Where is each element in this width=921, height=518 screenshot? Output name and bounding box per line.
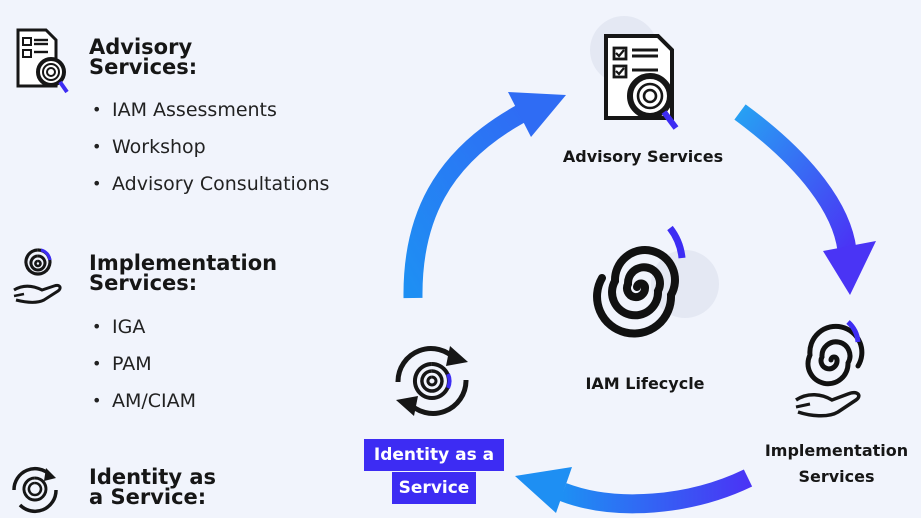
identity-title: Identity as a Service: (89, 465, 216, 509)
list-item: PAM (88, 352, 196, 389)
list-item: Workshop (88, 135, 329, 172)
fingerprint-icon (590, 214, 730, 364)
fingerprint-refresh-icon (386, 336, 478, 426)
implementation-services-label: Implementation Services (764, 441, 909, 486)
list-item: AM/CIAM (88, 389, 196, 426)
implementation-list: IGA PAM AM/CIAM (88, 315, 196, 426)
identity-as-a-service-highlight-line2: Service (392, 472, 476, 504)
arrow-identity-to-advisory (403, 104, 527, 299)
advisory-services-label: Advisory Services (562, 147, 724, 166)
identity-as-a-service-highlight-line1: Identity as a (364, 439, 504, 471)
arrow-advisory-to-implementation (734, 104, 857, 252)
fingerprint-refresh-icon (6, 462, 64, 518)
arrowhead-identity (515, 467, 572, 513)
arrowhead-implementation (823, 241, 876, 295)
list-item: Advisory Consultations (88, 172, 329, 209)
advisory-title: Advisory Services: (89, 35, 198, 79)
implementation-title: Implementation Services: (89, 251, 278, 295)
fingerprint-hand-icon (10, 246, 66, 308)
list-item: IAM Assessments (88, 98, 329, 135)
arrow-implementation-to-identity (559, 469, 753, 514)
arrowhead-advisory (508, 92, 566, 137)
advisory-list: IAM Assessments Workshop Advisory Consul… (88, 98, 329, 209)
checklist-magnifier-icon (14, 26, 70, 96)
checklist-magnifier-icon (588, 10, 694, 132)
fingerprint-hand-icon (790, 314, 870, 418)
iam-lifecycle-label: IAM Lifecycle (585, 374, 705, 393)
list-item: IGA (88, 315, 196, 352)
